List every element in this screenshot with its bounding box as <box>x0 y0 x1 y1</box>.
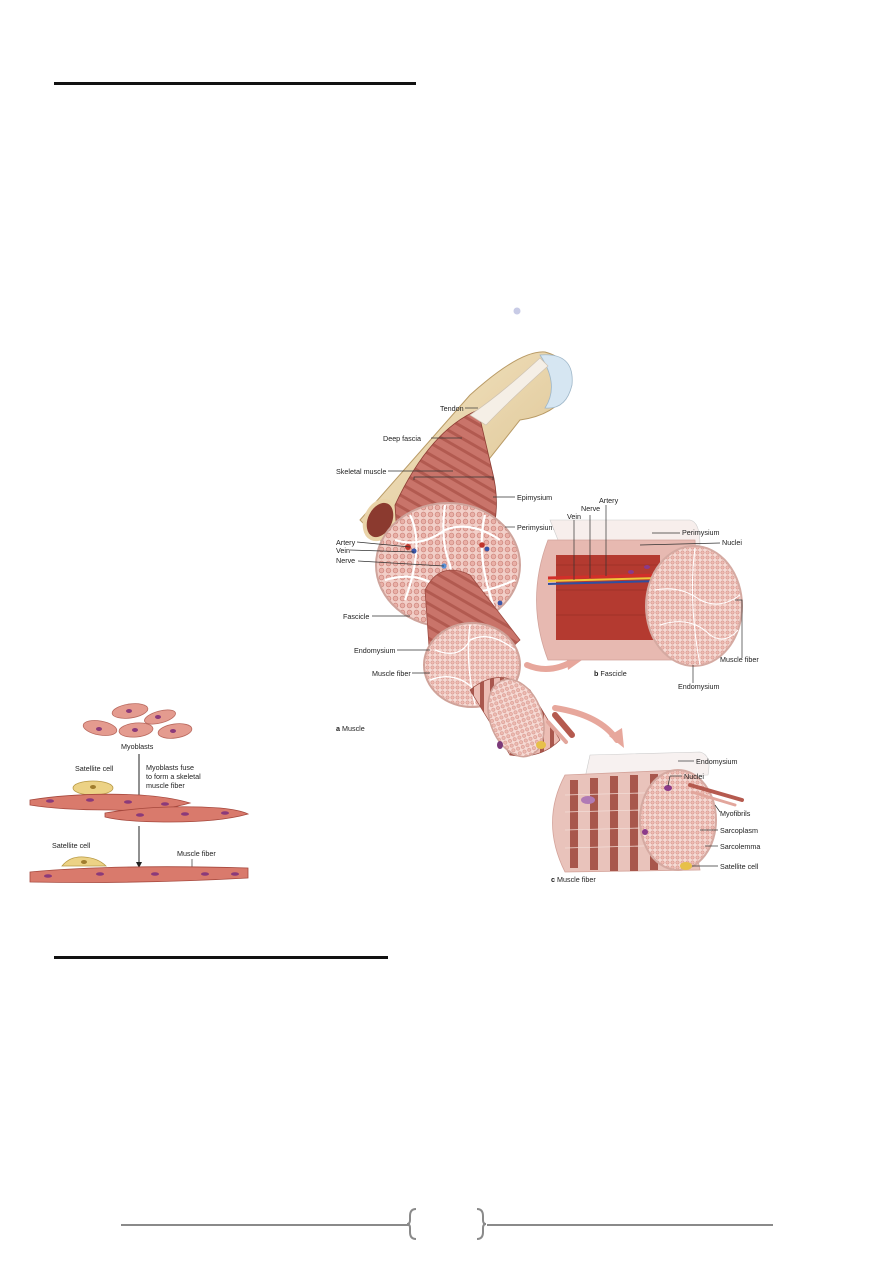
cartilage <box>539 354 573 409</box>
label-sarcoplasm: Sarcoplasm <box>720 826 758 835</box>
section-rule-middle <box>54 956 388 959</box>
label-perimysium-a: Perimysium <box>517 523 555 532</box>
label-muscle-fiber-a: Muscle fiber <box>372 669 411 678</box>
label-satellite-cell-1: Satellite cell <box>75 764 114 773</box>
fusing-fiber-1 <box>29 793 192 811</box>
fiber-end <box>639 769 717 871</box>
label-myoblasts: Myoblasts <box>121 742 154 751</box>
label-fuse-line-1: Myoblasts fuse <box>146 763 194 772</box>
footer-brace-left <box>406 1208 417 1240</box>
label-endomysium-a: Endomysium <box>354 646 396 655</box>
artery-line <box>547 573 661 580</box>
label-perimysium-b: Perimysium <box>682 528 720 537</box>
label-epimysium: Epimysium <box>517 493 552 502</box>
mature-muscle-fiber <box>29 866 249 883</box>
label-tendon: Tendon <box>440 404 464 413</box>
label-muscle-fiber-b: Muscle fiber <box>720 655 759 664</box>
footer-line-left <box>121 1224 409 1226</box>
nerve-line <box>547 577 661 582</box>
label-endomysium-b: Endomysium <box>678 682 720 691</box>
label-fascicle: Fascicle <box>343 612 369 621</box>
decorative-dot <box>513 307 521 315</box>
muscle-diagram: Tendon Deep fascia Skeletal muscle Epimy… <box>336 351 624 758</box>
label-endomysium-c: Endomysium <box>696 757 738 766</box>
label-fuse-line-2: to form a skeletal <box>146 772 201 781</box>
label-skeletal-muscle: Skeletal muscle <box>336 467 386 476</box>
footer-brace-right <box>476 1208 487 1240</box>
label-artery-a: Artery <box>336 538 356 547</box>
label-sarcolemma: Sarcolemma <box>720 842 760 851</box>
label-muscle-fiber-dev: Muscle fiber <box>177 849 216 858</box>
label-satellite-cell-2: Satellite cell <box>52 841 91 850</box>
label-vein-b: Vein <box>567 512 581 521</box>
muscle-fiber-cross-section <box>487 678 545 758</box>
label-fuse-line-3: muscle fiber <box>146 781 185 790</box>
footer-line-right <box>487 1224 773 1226</box>
label-nerve-b: Nerve <box>581 504 600 513</box>
myoblast-development-diagram: Myoblasts Myoblasts fuse to form a skele… <box>29 703 250 883</box>
section-rule-top <box>54 82 416 85</box>
caption-c: c Muscle fiber <box>551 875 596 884</box>
tendon <box>469 357 549 426</box>
label-deep-fascia: Deep fascia <box>383 434 421 443</box>
fascicle-end <box>645 545 743 667</box>
caption-a: a Muscle <box>336 724 365 733</box>
satellite-cell-c <box>680 862 692 870</box>
label-artery-b: Artery <box>599 496 619 505</box>
label-myofibrils: Myofibrils <box>720 809 751 818</box>
label-vein-a: Vein <box>336 546 350 555</box>
label-nerve-a: Nerve <box>336 556 355 565</box>
label-nuclei-b: Nuclei <box>722 538 742 547</box>
muscle-fiber-diagram: Endomysium Nuclei Myofibrils Sarcoplasm … <box>551 751 760 884</box>
label-nuclei-c: Nuclei <box>684 772 704 781</box>
caption-b: b Fascicle <box>594 669 627 678</box>
fascicle-diagram: Artery Nerve Vein Perimysium Nuclei Musc… <box>536 496 759 691</box>
fusing-fiber-2 <box>104 806 250 823</box>
label-satellite-cell-c: Satellite cell <box>720 862 759 871</box>
vein-line <box>547 580 661 585</box>
